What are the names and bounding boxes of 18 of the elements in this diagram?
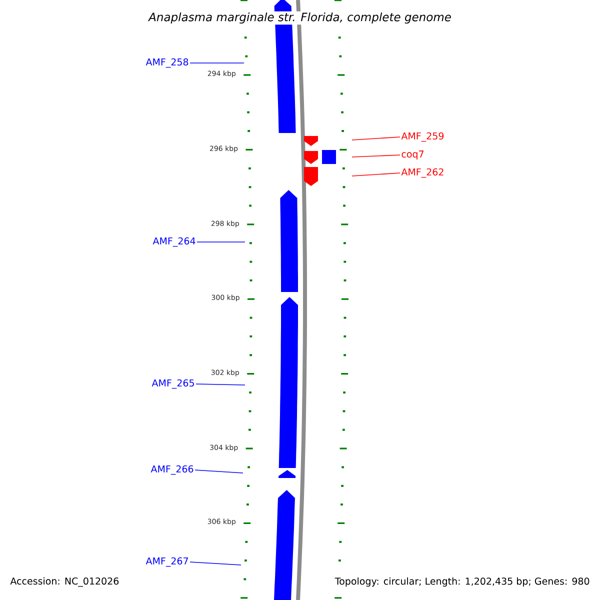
leader-line: [194, 470, 244, 474]
gene-label: coq7: [402, 150, 424, 160]
summary-text: Topology: circular; Length: 1,202,435 bp; Genes: 980: [334, 576, 591, 588]
gene-label: AMF_262: [401, 168, 444, 178]
leader-line: [352, 172, 400, 176]
leader-line: [190, 62, 244, 64]
gene-label: AMF_265: [152, 379, 194, 389]
accession-text: Accession: NC_012026: [10, 577, 119, 587]
gene-label: AMF_258: [146, 58, 188, 68]
title: Anaplasma marginale str. Florida, complete genome: [148, 11, 452, 25]
gene-label: AMF_259: [401, 132, 444, 142]
leader-line: [352, 154, 400, 158]
gene-label: AMF_266: [150, 465, 194, 475]
gene-label: AMF_267: [146, 557, 188, 567]
leader-line: [352, 136, 400, 140]
gene-label: AMF_264: [152, 237, 196, 247]
leader-line: [190, 562, 242, 566]
leader-line: [196, 384, 246, 386]
